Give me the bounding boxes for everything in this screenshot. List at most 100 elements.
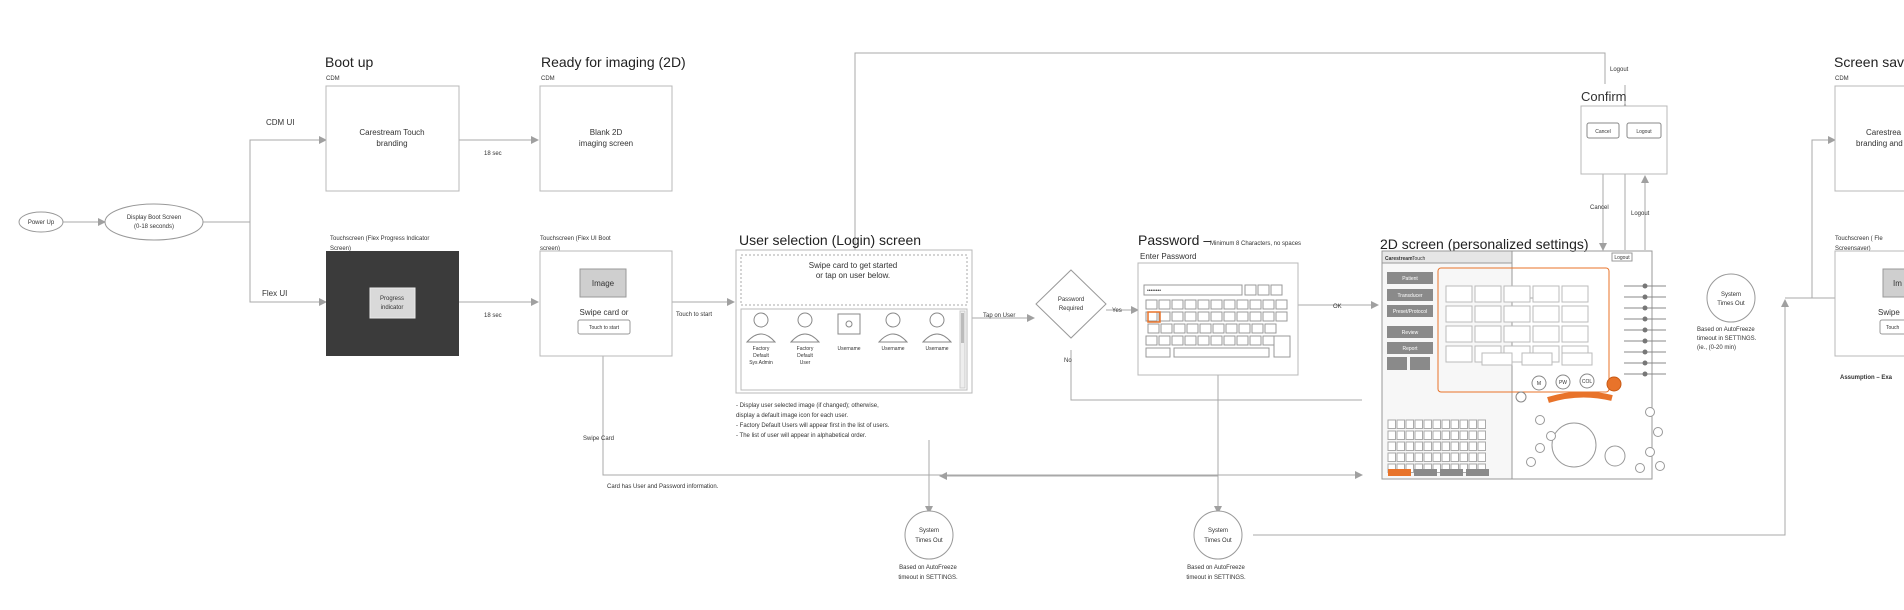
keyboard-key[interactable] [1264, 323, 1277, 334]
keyboard-key[interactable] [1459, 419, 1468, 429]
side-nav-button[interactable] [1387, 342, 1433, 354]
preset-tile[interactable] [1503, 325, 1531, 343]
keyboard-key[interactable] [1414, 441, 1423, 451]
control-knob[interactable] [1535, 415, 1545, 425]
preset-tile[interactable] [1474, 305, 1502, 323]
keyboard-key[interactable] [1184, 311, 1197, 322]
tgc-slider-knob[interactable] [1642, 371, 1648, 377]
keyboard-key[interactable] [1432, 452, 1441, 462]
keyboard-key[interactable] [1423, 430, 1432, 440]
keyboard-key[interactable] [1468, 452, 1477, 462]
control-knob[interactable] [1526, 457, 1536, 467]
keyboard-key[interactable] [1197, 299, 1210, 310]
preset-tile[interactable] [1445, 345, 1473, 363]
keyboard-key[interactable] [1450, 452, 1459, 462]
keyboard-key[interactable] [1171, 299, 1184, 310]
keyboard-key[interactable] [1223, 335, 1236, 346]
option-button[interactable] [1481, 352, 1513, 366]
swipe-prompt-area[interactable] [740, 254, 968, 306]
control-knob[interactable] [1653, 427, 1663, 437]
keyboard-key[interactable] [1171, 311, 1184, 322]
preset-tile[interactable] [1561, 285, 1589, 303]
bottom-bar-button[interactable] [1466, 469, 1489, 476]
keyboard-key[interactable] [1173, 323, 1186, 334]
small-knob[interactable] [1515, 391, 1527, 403]
keyboard-key[interactable] [1432, 441, 1441, 451]
keyboard-key[interactable] [1432, 430, 1441, 440]
keyboard-key[interactable] [1414, 452, 1423, 462]
confirm-logout-button[interactable] [1626, 122, 1662, 139]
screen-saver-touch-button[interactable] [1879, 319, 1904, 335]
preset-tile[interactable] [1474, 325, 1502, 343]
keyboard-key[interactable] [1210, 311, 1223, 322]
keyboard-key[interactable] [1158, 311, 1171, 322]
keyboard-key[interactable] [1450, 430, 1459, 440]
preset-tile[interactable] [1445, 305, 1473, 323]
keyboard-key[interactable] [1396, 452, 1405, 462]
keyboard-key[interactable] [1147, 323, 1160, 334]
keyboard-key[interactable] [1186, 323, 1199, 334]
control-knob[interactable] [1655, 461, 1665, 471]
password-field[interactable] [1143, 284, 1243, 296]
side-nav-button[interactable] [1387, 289, 1433, 301]
keyboard-key[interactable] [1441, 419, 1450, 429]
tgc-slider-knob[interactable] [1642, 360, 1648, 366]
keyboard-key[interactable] [1238, 323, 1251, 334]
small-nav-button[interactable] [1410, 357, 1430, 370]
keyboard-key[interactable] [1459, 452, 1468, 462]
keyboard-key[interactable] [1275, 311, 1288, 322]
mode-button[interactable] [1531, 375, 1547, 391]
control-knob[interactable] [1645, 447, 1655, 457]
preset-tile[interactable] [1561, 325, 1589, 343]
tgc-slider-knob[interactable] [1642, 349, 1648, 355]
keyboard-key[interactable] [1396, 430, 1405, 440]
keyboard-key[interactable] [1414, 419, 1423, 429]
keyboard-key[interactable] [1262, 311, 1275, 322]
keyboard-key[interactable] [1210, 299, 1223, 310]
keyboard-key[interactable] [1387, 452, 1396, 462]
keyboard-key[interactable] [1199, 323, 1212, 334]
keyboard-key[interactable] [1236, 335, 1249, 346]
preset-tile[interactable] [1445, 325, 1473, 343]
keyboard-key[interactable] [1236, 299, 1249, 310]
keyboard-key[interactable] [1387, 419, 1396, 429]
keyboard-key[interactable] [1477, 430, 1486, 440]
mode-button[interactable] [1555, 374, 1571, 390]
tgc-slider-knob[interactable] [1642, 294, 1648, 300]
keyboard-key[interactable] [1251, 323, 1264, 334]
trackball[interactable] [1551, 422, 1597, 468]
tgc-slider-knob[interactable] [1642, 283, 1648, 289]
preset-tile[interactable] [1503, 285, 1531, 303]
keyboard-key[interactable] [1477, 441, 1486, 451]
user-tile[interactable]: Username [837, 313, 861, 352]
keyboard-key[interactable] [1423, 452, 1432, 462]
keyboard-key[interactable] [1468, 441, 1477, 451]
keyboard-key[interactable] [1459, 463, 1468, 473]
keyboard-key[interactable] [1414, 430, 1423, 440]
preset-tile[interactable] [1474, 285, 1502, 303]
preset-tile[interactable] [1445, 285, 1473, 303]
keyboard-key[interactable] [1158, 335, 1171, 346]
keyboard-key[interactable] [1441, 441, 1450, 451]
keyboard-key[interactable] [1212, 323, 1225, 334]
tgc-slider-knob[interactable] [1642, 327, 1648, 333]
confirm-cancel-button[interactable] [1586, 122, 1620, 139]
control-knob[interactable] [1546, 431, 1556, 441]
keyboard-key[interactable] [1249, 299, 1262, 310]
keyboard-key[interactable] [1450, 441, 1459, 451]
side-nav-button[interactable] [1387, 326, 1433, 338]
keyboard-key[interactable] [1275, 299, 1288, 310]
freeze-button[interactable] [1604, 445, 1626, 467]
keyboard-key[interactable] [1432, 419, 1441, 429]
field-action-key[interactable] [1257, 284, 1270, 296]
field-action-key[interactable] [1244, 284, 1257, 296]
keyboard-key[interactable] [1423, 441, 1432, 451]
keyboard-key[interactable] [1405, 441, 1414, 451]
keyboard-key[interactable] [1396, 441, 1405, 451]
keyboard-key[interactable] [1197, 311, 1210, 322]
keyboard-key[interactable] [1459, 441, 1468, 451]
keyboard-key[interactable] [1441, 452, 1450, 462]
control-knob[interactable] [1535, 443, 1545, 453]
